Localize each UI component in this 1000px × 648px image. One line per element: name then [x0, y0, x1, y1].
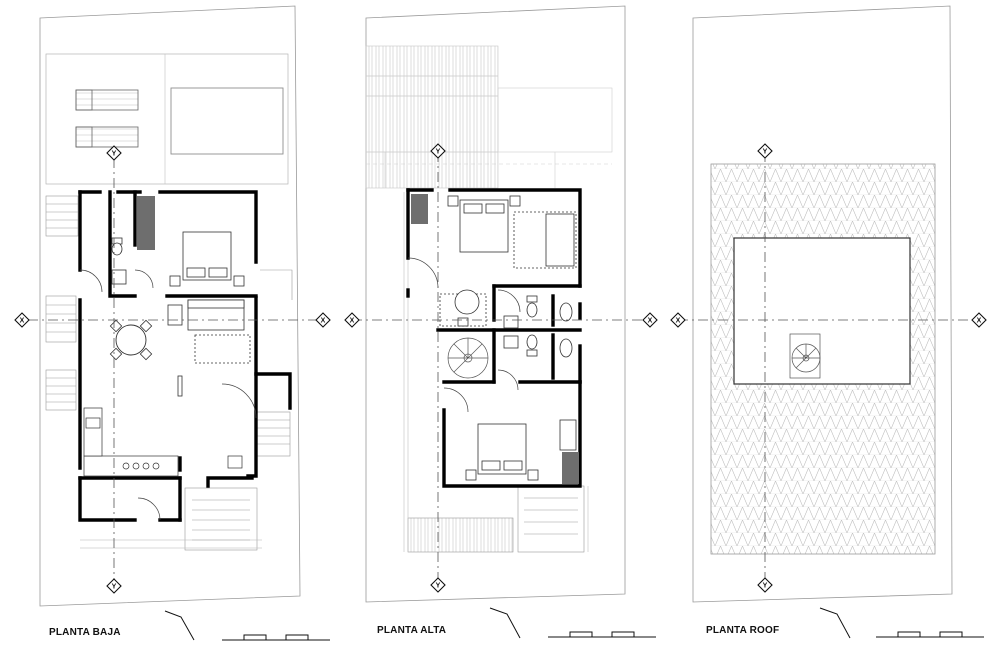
axis-x-marker: X — [971, 312, 987, 328]
site-boundary — [692, 5, 953, 603]
scale-bar — [548, 631, 656, 638]
entry-stairs — [80, 487, 262, 551]
north-arrow-icon — [164, 610, 195, 641]
axis-x-marker: X — [642, 312, 658, 328]
svg-text:Y: Y — [112, 151, 117, 158]
roof-plan — [678, 5, 978, 603]
svg-text:Y: Y — [436, 583, 441, 590]
round-table-icon — [439, 289, 487, 327]
bed-icon — [447, 195, 521, 253]
site-boundary — [365, 5, 626, 603]
svg-text:X: X — [676, 318, 681, 325]
pool — [170, 87, 284, 155]
door-swing — [79, 269, 257, 521]
svg-text:X: X — [977, 318, 982, 325]
svg-text:Y: Y — [763, 583, 768, 590]
bed-icon — [465, 423, 539, 481]
axis-y-marker: Y — [757, 143, 773, 159]
ground-floor-walls — [78, 190, 292, 522]
spiral-stair-icon — [789, 333, 821, 379]
upper-floor-walls — [406, 188, 582, 488]
upper-floor-plan — [352, 5, 650, 603]
spiral-stair-icon — [447, 337, 489, 379]
axis-x-marker: X — [14, 312, 30, 328]
storage-closet — [137, 196, 155, 250]
north-arrow-icon — [489, 607, 521, 639]
sofa-icon — [167, 299, 251, 364]
toilet-icon — [111, 237, 127, 285]
svg-text:Y: Y — [436, 149, 441, 156]
plan-title: PLANTA BAJA — [49, 627, 121, 638]
north-arrow-icon — [819, 607, 851, 639]
sun-lounger-icon — [75, 89, 139, 111]
svg-text:Y: Y — [763, 149, 768, 156]
plan-title: PLANTA ROOF — [706, 625, 779, 636]
svg-text:X: X — [321, 318, 326, 325]
site-boundary — [39, 5, 301, 607]
scale-bar — [876, 631, 984, 638]
garden-area — [45, 53, 289, 185]
axis-markers: X X X X X X Y Y Y Y Y Y — [14, 143, 987, 594]
axis-y-marker: Y — [757, 577, 773, 593]
toilet-icon — [503, 295, 573, 358]
axis-y-marker: Y — [430, 577, 446, 593]
door-swing — [407, 257, 521, 413]
sofa-icon — [513, 211, 577, 451]
axis-x-marker: X — [344, 312, 360, 328]
ground-floor-plan — [28, 5, 322, 607]
svg-text:Y: Y — [112, 584, 117, 591]
exterior-stairs — [255, 269, 293, 457]
svg-text:X: X — [648, 318, 653, 325]
axis-y-marker: Y — [430, 143, 446, 159]
svg-text:X: X — [20, 318, 25, 325]
storage-closet — [562, 452, 579, 484]
svg-text:X: X — [350, 318, 355, 325]
kitchen-counter — [83, 407, 243, 477]
storage-closet — [411, 194, 428, 224]
axis-x-marker: X — [670, 312, 686, 328]
plan-title: PLANTA ALTA — [377, 625, 446, 636]
exterior-stairs — [45, 195, 79, 411]
bed-icon — [169, 231, 245, 287]
axis-x-marker: X — [315, 312, 331, 328]
sun-lounger-icon — [75, 126, 139, 148]
pergola — [365, 45, 613, 189]
island-marker — [177, 375, 183, 397]
scale-bar — [222, 634, 330, 641]
plan-labels: PLANTA BAJA PLANTA ALTA PLANTA ROOF — [49, 607, 984, 641]
axis-y-marker: Y — [106, 578, 122, 594]
dining-table-icon — [109, 319, 153, 361]
axis-y-marker: Y — [106, 145, 122, 161]
roof-terrace — [733, 237, 911, 385]
